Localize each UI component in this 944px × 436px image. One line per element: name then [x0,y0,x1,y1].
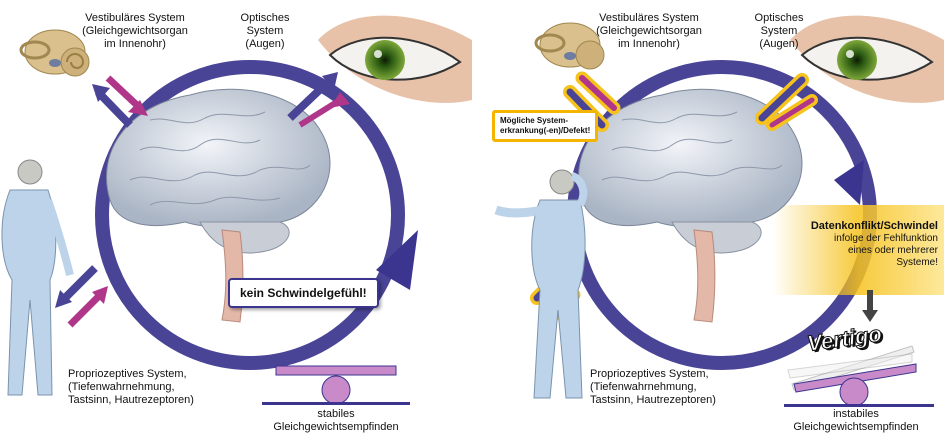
dizzy-person-illustration [494,169,588,399]
unstable-diagram [494,15,944,407]
conflict-glow [772,205,944,295]
stable-seesaw [262,365,410,405]
stable-balance-label: stabiles Gleichgewichtsempfinden [273,408,399,433]
vestibular-label: Vestibuläres System (Gleichgewichtsorgan… [82,12,188,50]
data-conflict-note: Datenkonflikt/Schwindel infolge der Fehl… [798,220,938,269]
signal-loop-ring [95,60,405,370]
unstable-seesaw [784,290,934,407]
eye-illustration [790,15,944,103]
inner-ear-illustration [19,29,90,77]
unstable-balance-label: instabiles Gleichgewichtsempfinden [793,408,919,433]
optical-label: Optisches System (Augen) [240,12,290,50]
signal-arrows [55,72,350,328]
optical-label: Optisches System (Augen) [754,12,804,50]
standing-person-illustration [1,159,74,396]
possible-defect-warning: Mögliche System- erkrankung(-en)/Defekt! [492,110,599,142]
data-conflict-title: Datenkonflikt/Schwindel [810,220,938,232]
stable-diagram [1,15,472,405]
no-dizziness-callout: kein Schwindelgefühl! [228,278,379,308]
inner-ear-illustration [534,22,605,70]
loop-arrowhead [376,230,418,290]
brain-illustration [578,88,803,323]
proprioceptive-label: Propriozeptives System, (Tiefenwahrnehmu… [590,368,716,406]
loop-arrowhead [834,160,864,205]
vestibular-label: Vestibuläres System (Gleichgewichtsorgan… [596,12,702,50]
unstable-panel: Vestibuläres System (Gleichgewichtsorgan… [472,0,944,436]
brain-illustration [106,88,331,323]
eye-illustration [318,15,472,103]
data-conflict-text: infolge der Fehlfunktion eines oder mehr… [834,233,938,268]
proprioceptive-label: Propriozeptives System, (Tiefenwahrnehmu… [68,368,194,406]
stable-panel: Vestibuläres System (Gleichgewichtsorgan… [1,12,472,433]
